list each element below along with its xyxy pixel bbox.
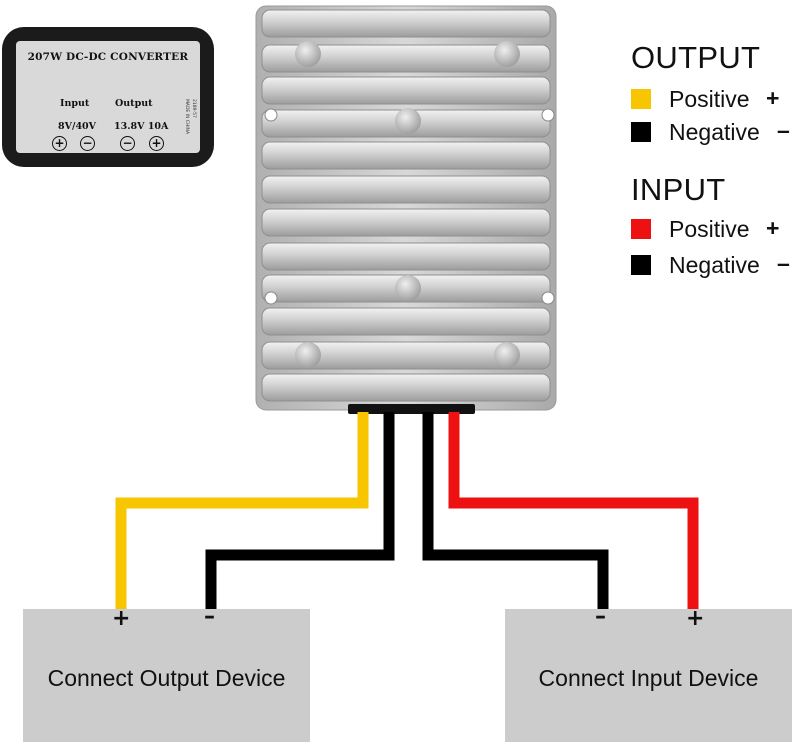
black-swatch [631,255,651,275]
legend-input-negative-label: Negative [669,252,760,278]
legend-minus-sign: – [777,250,790,276]
plus-terminal-icon: + [52,136,67,151]
legend-plus-sign: + [766,215,780,241]
converter-label-card: 207W DC-DC CONVERTER Input Output 8V/40V… [2,27,214,167]
heatsink-fin [261,341,551,370]
heatsink-fin [261,208,551,237]
mounting-hole [541,108,555,122]
bolt [395,275,421,301]
converter-housing [255,5,557,414]
bolt [395,108,421,134]
converter-label: 207W DC-DC CONVERTER Input Output 8V/40V… [16,41,200,153]
heatsink-fin [261,242,551,271]
output-heading: Output [115,98,153,109]
wire-black-output-negative [205,412,395,610]
converter-title: 207W DC-DC CONVERTER [27,51,189,63]
heatsink-fin [261,76,551,105]
minus-terminal-icon: − [120,136,135,151]
mounting-hole [264,291,278,305]
label-side-origin: MADE IN CHINA [184,99,189,135]
wire-black-input-negative [422,412,609,610]
output-spec: 13.8V 10A [114,121,169,132]
output-device-plus-sign: + [112,606,131,631]
label-side-code: 2189-57 [191,99,196,118]
legend-input-heading: INPUT [631,172,726,207]
legend-output-heading: OUTPUT [631,40,761,75]
label-side-text: 2189-57 MADE IN CHINA [180,99,202,139]
cable-grommet [348,404,475,414]
heatsink-fin [261,307,551,336]
legend-minus-sign: – [777,117,790,143]
output-device-box: Connect Output Device [23,609,310,742]
heatsink-fin [261,9,551,38]
wire-yellow-output-positive [115,412,369,610]
input-device-plus-sign: + [686,606,705,631]
input-device-label: Connect Input Device [538,665,759,691]
bolt [494,342,520,368]
red-swatch [631,219,651,239]
output-device-label: Connect Output Device [47,665,286,691]
input-device-minus-sign: – [595,604,606,629]
legend-plus-sign: + [766,85,780,111]
heatsink-fin [261,141,551,170]
legend-output-positive-label: Positive [669,86,750,112]
bolt [295,41,321,67]
output-device-minus-sign: – [204,604,215,629]
black-swatch [631,122,651,142]
minus-terminal-icon: − [80,136,95,151]
input-spec: 8V/40V [58,121,97,132]
mounting-hole [264,108,278,122]
input-device-box: Connect Input Device [505,609,792,742]
input-heading: Input [60,98,90,109]
legend-input-positive-label: Positive [669,216,750,242]
wire-red-input-positive [448,412,699,610]
bolt [295,342,321,368]
plus-terminal-icon: + [149,136,164,151]
heatsink-fin [261,373,551,402]
heatsink-fin [261,175,551,204]
heatsink-fin [261,44,551,73]
bolt [494,41,520,67]
legend-output-negative-label: Negative [669,119,760,145]
yellow-swatch [631,89,651,109]
heatsink-fins [261,9,551,402]
mounting-hole [541,291,555,305]
